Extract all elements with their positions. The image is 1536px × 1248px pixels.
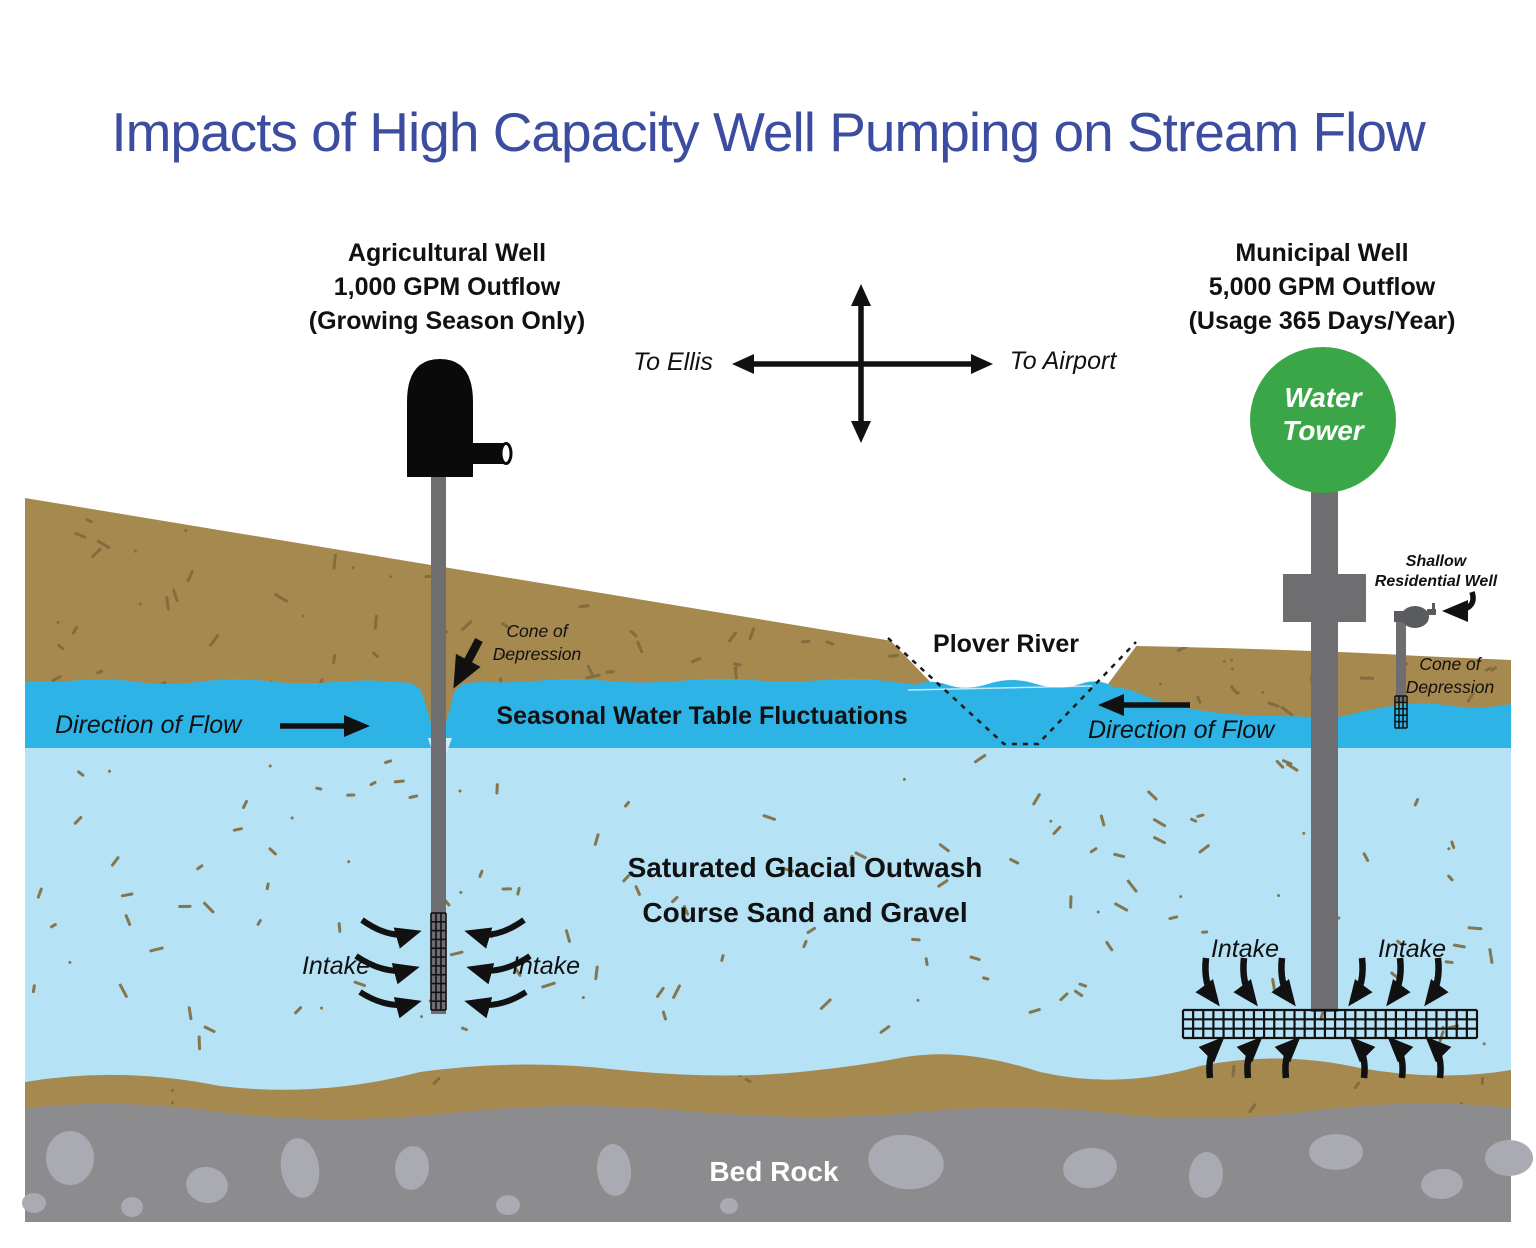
municipal-well-note: (Usage 365 Days/Year) bbox=[1188, 307, 1456, 335]
outflow-pipe-opening bbox=[499, 442, 513, 465]
agricultural-well-name: Agricultural Well bbox=[347, 239, 547, 267]
municipal-lateral-screen bbox=[1181, 1008, 1479, 1040]
water-tower-label: Water Tower bbox=[1282, 382, 1364, 446]
residential-well-pipe bbox=[1396, 613, 1406, 703]
compass-arrows-icon bbox=[732, 284, 993, 443]
compass-west-label: To Ellis bbox=[633, 348, 713, 376]
bedrock-label: Bed Rock bbox=[709, 1156, 839, 1187]
intake-label: Intake bbox=[1210, 935, 1280, 963]
cone-of-depression-label-residential: Cone of Depression bbox=[1405, 654, 1495, 697]
residential-well-screen bbox=[1394, 695, 1408, 729]
agricultural-well-pipe bbox=[431, 474, 446, 1014]
agricultural-well bbox=[407, 359, 513, 1014]
river-channel-outline bbox=[887, 637, 1137, 746]
agricultural-well-outflow: 1,000 GPM Outflow bbox=[333, 273, 561, 301]
water-tower-icon bbox=[1250, 347, 1396, 493]
aquifer-label: Saturated Glacial Outwash Course Sand an… bbox=[627, 852, 983, 928]
agricultural-well-screen bbox=[430, 912, 447, 1011]
intake-label: Intake bbox=[301, 952, 371, 980]
river-surface-highlight bbox=[907, 685, 1093, 691]
municipal-well bbox=[1181, 347, 1479, 1040]
agricultural-well-label: Agricultural Well 1,000 GPM Outflow (Gro… bbox=[309, 236, 585, 338]
page-title: Impacts of High Capacity Well Pumping on… bbox=[111, 101, 1425, 163]
bedrock-layer bbox=[25, 1103, 1511, 1222]
residential-well-pointer-arrow-icon bbox=[1442, 591, 1476, 622]
river-valley-cut bbox=[884, 634, 1140, 692]
agricultural-pump-outflow-pipe bbox=[468, 443, 506, 464]
soil-layer bbox=[25, 498, 1511, 740]
river-name-label: Plover River bbox=[933, 630, 1079, 658]
agricultural-intake-arrows-icon bbox=[354, 917, 532, 1019]
municipal-well-name: Municipal Well bbox=[1235, 239, 1409, 267]
municipal-pump-block bbox=[1283, 574, 1366, 622]
residential-pump-icon bbox=[1401, 606, 1429, 628]
river-water bbox=[893, 680, 1118, 702]
intake-label: Intake bbox=[511, 952, 581, 980]
compass-east-label: To Airport bbox=[1009, 347, 1117, 375]
residential-well bbox=[1394, 603, 1436, 729]
agricultural-pump-icon bbox=[407, 359, 473, 477]
municipal-intake-arrows-icon bbox=[1195, 957, 1452, 1079]
direction-of-flow-right-label: Direction of Flow bbox=[1088, 716, 1275, 744]
municipal-well-stem bbox=[1311, 460, 1338, 1012]
boulders bbox=[22, 1131, 1533, 1217]
agricultural-well-note: (Growing Season Only) bbox=[308, 307, 586, 335]
water-table-label: Seasonal Water Table Fluctuations bbox=[496, 702, 908, 730]
faucet-icon bbox=[1427, 609, 1436, 615]
residential-well-label: Shallow Residential Well bbox=[1374, 553, 1498, 590]
cone-of-depression-arrow-icon bbox=[453, 638, 483, 689]
municipal-well-label: Municipal Well 5,000 GPM Outflow (Usage … bbox=[1189, 236, 1456, 338]
direction-of-flow-left-label: Direction of Flow bbox=[55, 711, 242, 739]
intake-label: Intake bbox=[1377, 935, 1447, 963]
municipal-well-outflow: 5,000 GPM Outflow bbox=[1208, 273, 1436, 301]
cone-of-depression-label-agricultural: Cone of Depression bbox=[492, 621, 582, 664]
